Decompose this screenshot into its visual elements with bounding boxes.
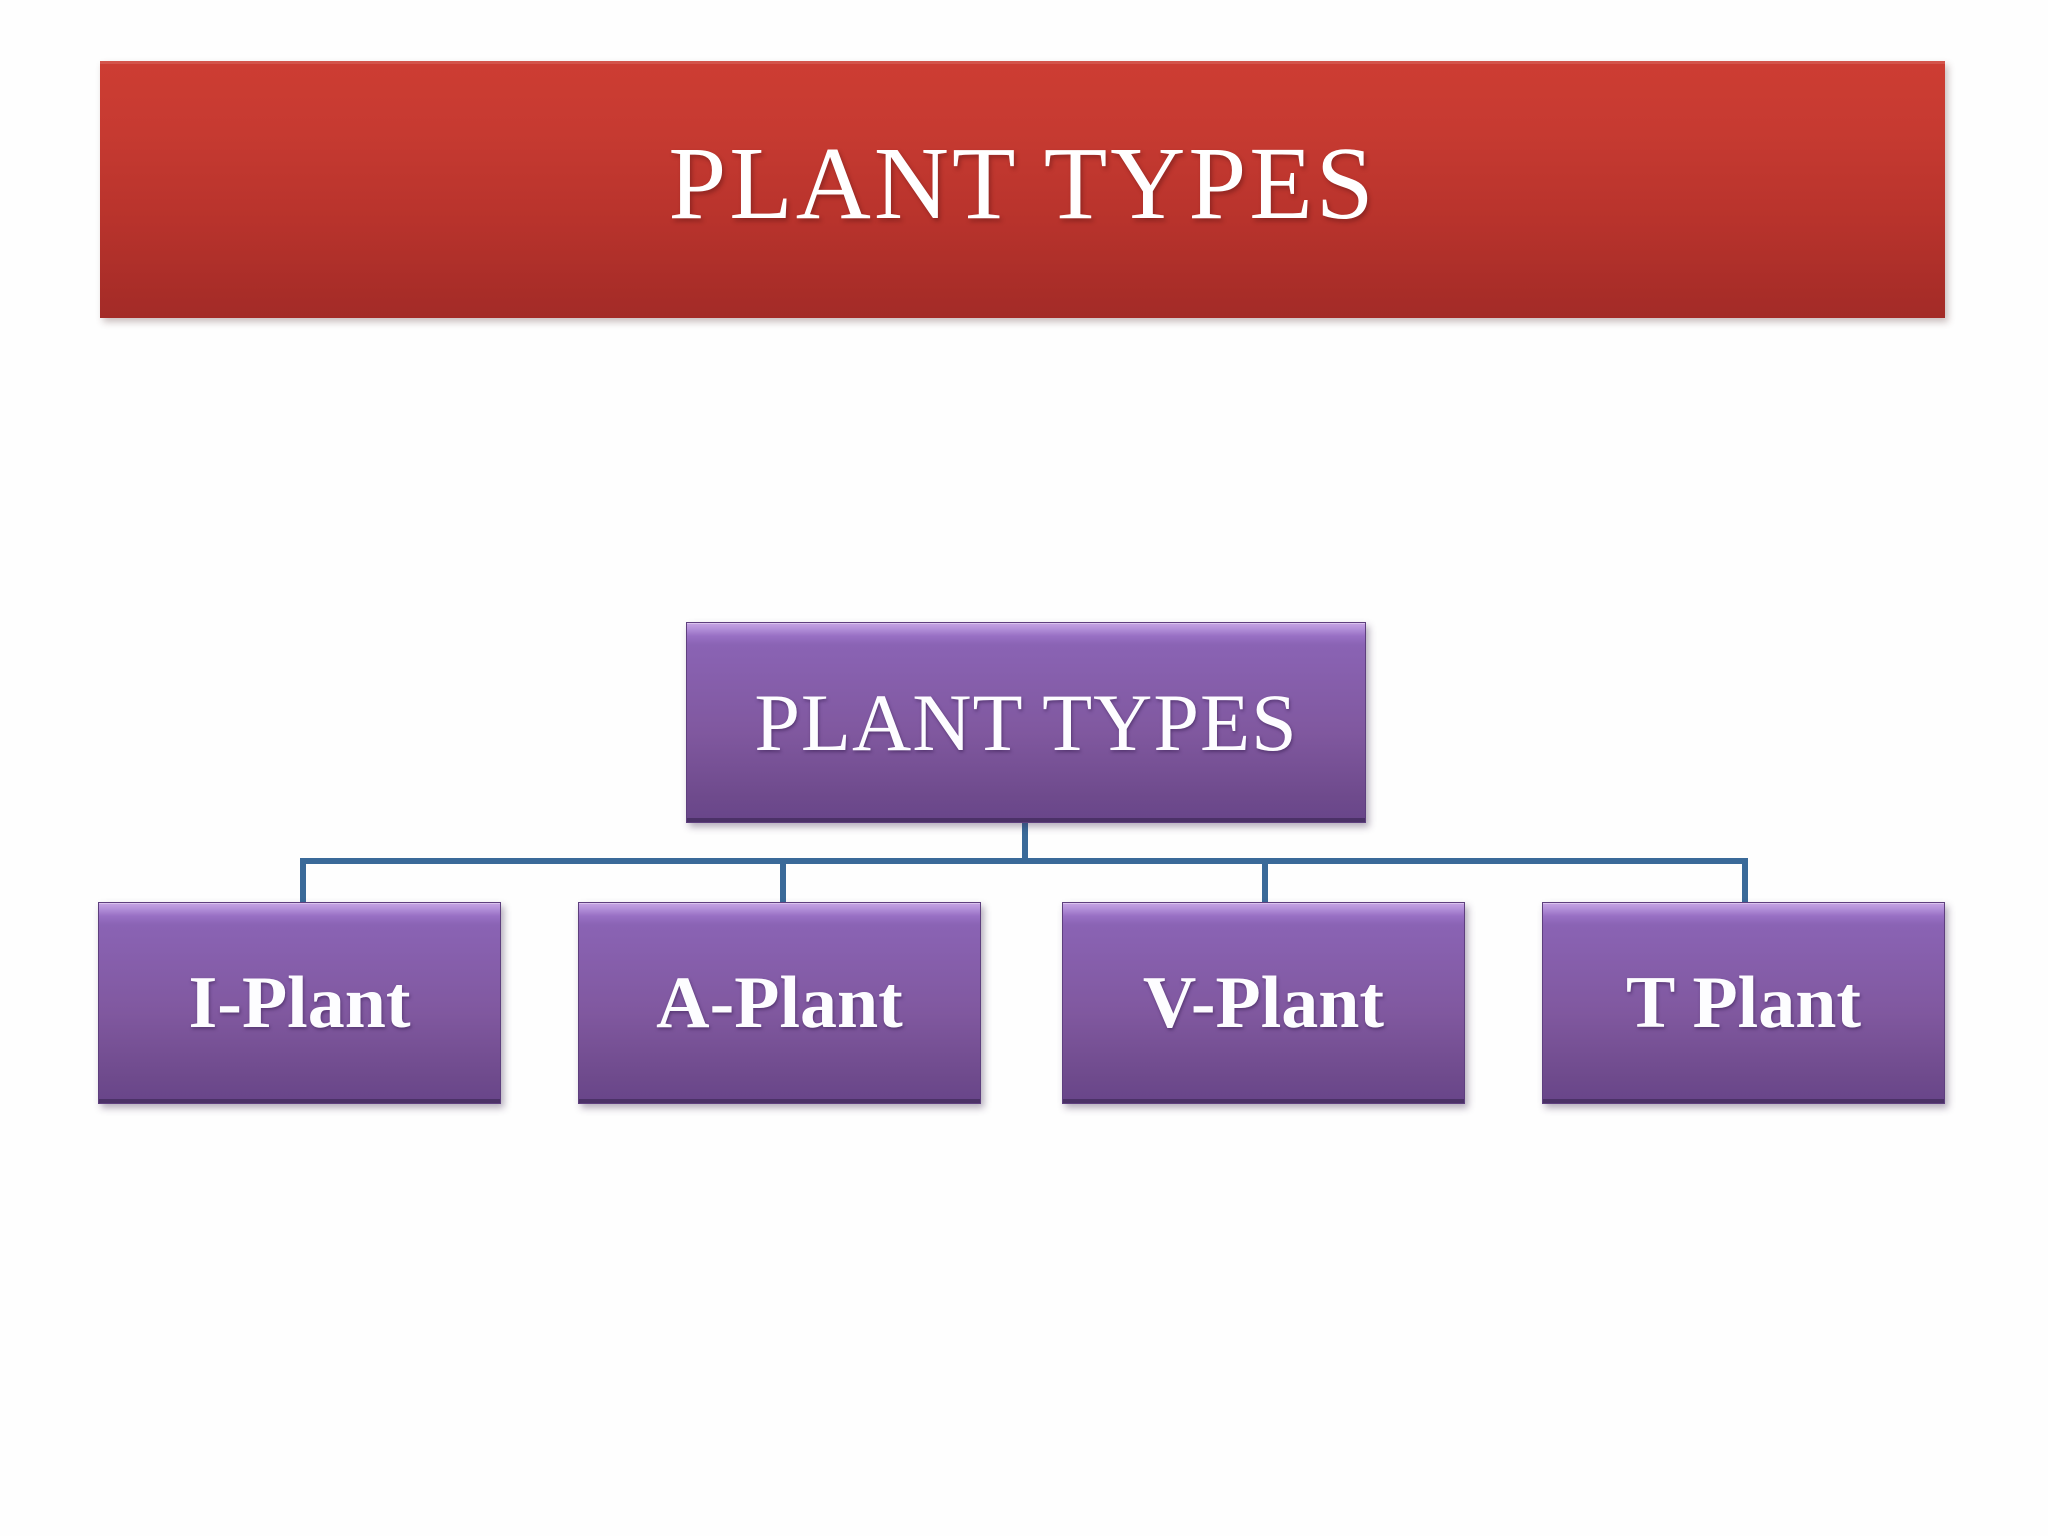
connector-drop-2 [780,858,786,904]
org-node-v-plant[interactable]: V-Plant [1062,902,1465,1104]
connector-drop-4 [1742,858,1748,904]
org-node-i-plant[interactable]: I-Plant [98,902,501,1104]
connector-root-stem [1022,822,1028,864]
connector-drop-3 [1262,858,1268,904]
org-node-a-plant-label: A-Plant [656,962,903,1044]
org-node-v-plant-label: V-Plant [1142,962,1385,1044]
connector-horizontal-bar [300,858,1748,864]
org-node-root-label: PLANT TYPES [754,676,1298,768]
slide-title-banner: PLANT TYPES [100,61,1945,318]
org-node-a-plant[interactable]: A-Plant [578,902,981,1104]
slide-title: PLANT TYPES [668,125,1377,241]
org-node-i-plant-label: I-Plant [188,962,411,1044]
org-node-root[interactable]: PLANT TYPES [686,622,1366,823]
org-node-t-plant-label: T Plant [1625,962,1862,1044]
org-node-t-plant[interactable]: T Plant [1542,902,1945,1104]
connector-drop-1 [300,858,306,904]
